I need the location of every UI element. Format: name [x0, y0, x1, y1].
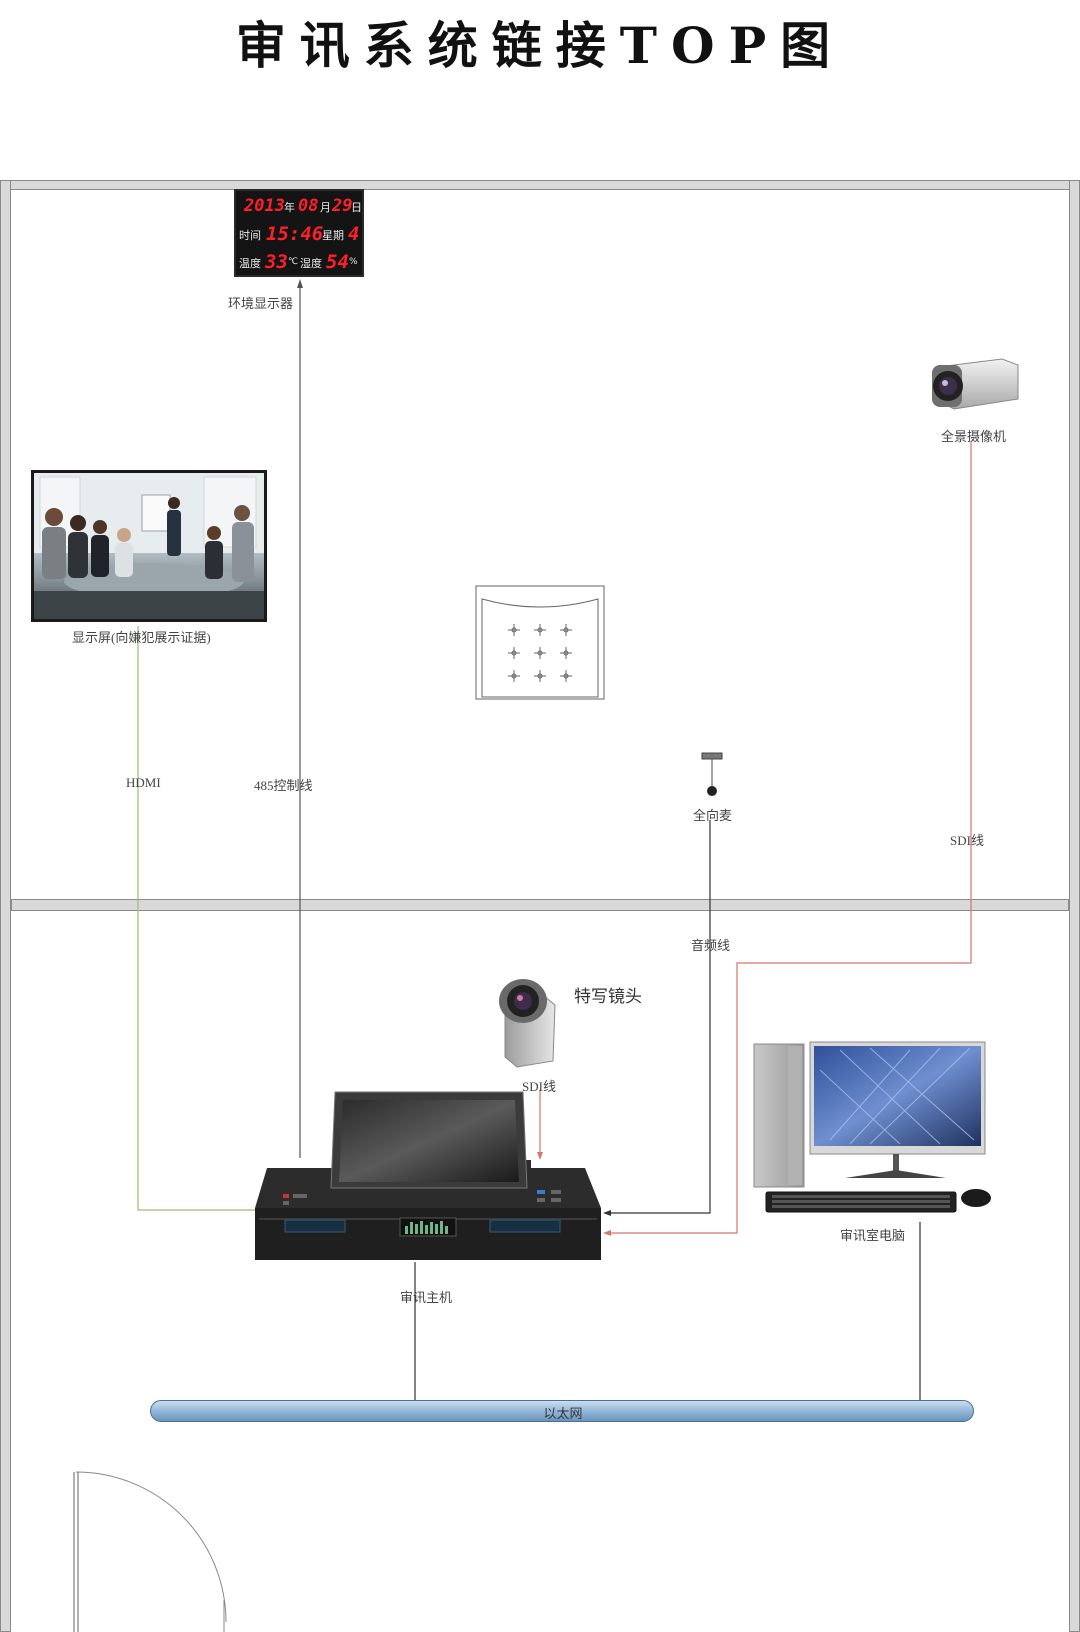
host-label: 审讯主机 [400, 1290, 453, 1305]
audio-cable [608, 820, 711, 1214]
humidity-value: 54 [326, 251, 349, 273]
audio-cable-label: 音频线 [691, 938, 731, 953]
door-swing-arc [75, 1471, 227, 1623]
closeup-camera-label: 特写镜头 [574, 987, 642, 1006]
env-display-device: 2013 年 08 月 29 日 时间 15:46 星期 4 温度 33 ℃ 湿… [234, 189, 364, 277]
omni-mic-device [701, 752, 723, 796]
ethernet-bus: 以太网 [150, 1400, 974, 1422]
temp-value: 33 [265, 251, 288, 273]
hdmi-cable-label: HDMI [126, 775, 161, 790]
weekday-value: 4 [348, 223, 360, 245]
audio-arrow [603, 1210, 611, 1216]
interrogation-pc-device [753, 1041, 991, 1213]
month-unit: 月 [320, 201, 331, 214]
weekday-label: 星期 [322, 229, 344, 242]
sdi-panoramic-cable [608, 442, 972, 1234]
sdi-panoramic-arrow [603, 1230, 611, 1236]
tv-scene [34, 473, 264, 619]
page-title: 审讯系统链接TOP图 [235, 16, 845, 75]
sdi-panoramic-label: SDI线 [950, 833, 984, 848]
day-unit: 日 [351, 201, 362, 214]
time-label: 时间 [239, 229, 261, 242]
hdmi-cable [137, 626, 258, 1211]
year-value: 2013 [244, 196, 285, 216]
meeting-scene [34, 473, 264, 619]
sdi-closeup-arrow [537, 1152, 543, 1160]
interrogation-seat-symbol [475, 585, 605, 700]
omni-mic-label: 全向麦 [693, 808, 733, 823]
control-485-arrow [297, 279, 303, 288]
env-display-label: 环境显示器 [228, 296, 294, 311]
display-screen-label: 显示屏(向嫌犯展示证据) [72, 630, 211, 645]
ethernet-label: 以太网 [543, 1406, 583, 1421]
control-485-label: 485控制线 [254, 778, 313, 793]
panoramic-camera-device [932, 358, 1019, 410]
temp-unit: ℃ [288, 257, 299, 267]
month-value: 08 [298, 196, 319, 216]
closeup-camera-device [499, 979, 556, 1068]
interrogation-host-device [255, 1091, 601, 1260]
panoramic-camera-label: 全景摄像机 [941, 429, 1007, 444]
humidity-label: 湿度 [300, 257, 322, 270]
humidity-unit: % [349, 257, 358, 267]
wall-partition [11, 899, 1069, 911]
pc-label: 审讯室电脑 [840, 1228, 906, 1243]
day-value: 29 [332, 196, 353, 216]
time-value: 15:46 [266, 223, 324, 245]
temp-label: 温度 [239, 257, 261, 270]
sdi-closeup-label: SDI线 [522, 1079, 556, 1094]
year-unit: 年 [284, 201, 295, 214]
display-screen-device [31, 470, 267, 622]
